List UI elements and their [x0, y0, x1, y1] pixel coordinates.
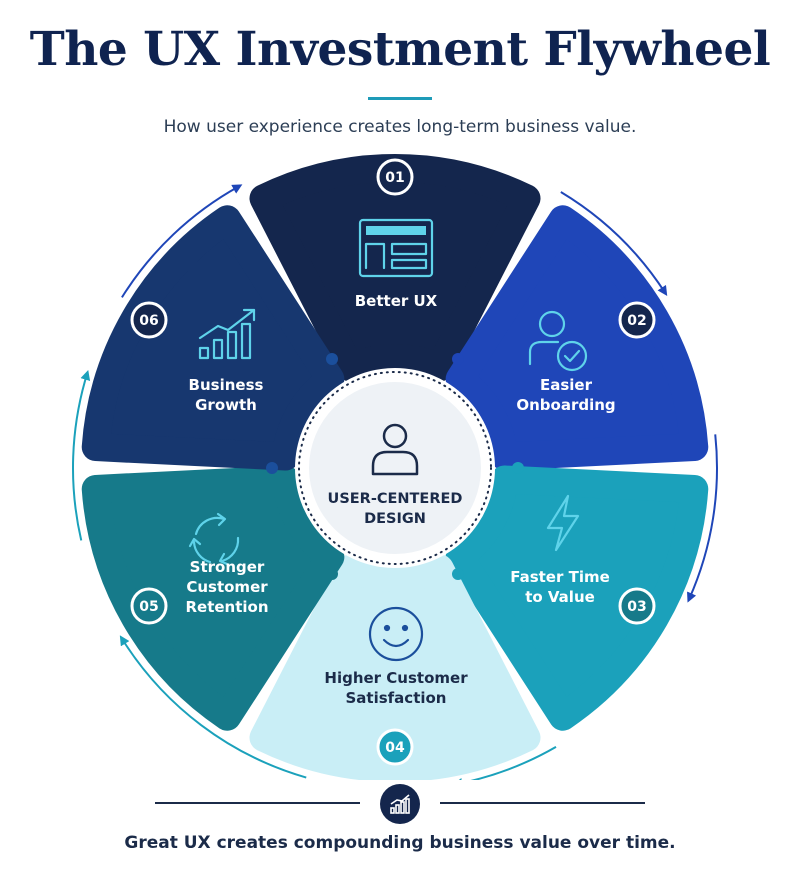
center-disc: [309, 382, 481, 554]
center-label-line1: USER-CENTERED: [328, 491, 463, 507]
segment-shape: [445, 205, 709, 471]
center-label-line2: DESIGN: [364, 511, 426, 527]
segment-shape: [249, 554, 541, 780]
cycle-arrow: [452, 745, 557, 780]
cycle-arrow: [72, 370, 91, 541]
connector-dot: [452, 353, 464, 365]
center-dotted-ring: [298, 371, 492, 565]
user-check-icon: [528, 310, 588, 372]
step-badge-06: 06: [130, 301, 168, 339]
title-divider: [368, 97, 432, 100]
step-badges: 01 02 03 04 05 06: [130, 158, 656, 766]
step-label-line: to Value: [525, 588, 595, 606]
growth-chart-icon: [390, 794, 410, 814]
center-hub: USER-CENTERED DESIGN: [295, 368, 495, 568]
step-label-line: Business: [189, 376, 264, 394]
step-label-line: Retention: [185, 598, 268, 616]
footer-tagline: Great UX creates compounding business va…: [124, 833, 676, 853]
connector-dot: [266, 462, 278, 474]
step-label-line: Higher Customer: [324, 669, 468, 687]
segment-shape: [81, 205, 345, 471]
connector-dot: [452, 568, 464, 580]
step-badge-03: 03: [618, 587, 656, 625]
step-number: 06: [139, 313, 158, 329]
step-number: 05: [139, 599, 158, 615]
step-number: 04: [385, 740, 405, 756]
connector-dot: [326, 353, 338, 365]
segment-shape: [81, 465, 345, 731]
lightning-bolt-icon: [546, 494, 580, 552]
step-badge-01: 01: [376, 158, 414, 196]
footer-divider-left: [155, 802, 360, 804]
connector-dot: [512, 462, 524, 474]
flywheel-step-01: Better UX: [249, 154, 541, 382]
step-label-line: Better UX: [355, 292, 438, 310]
step-label-line: Growth: [195, 396, 257, 414]
step-label-line: Stronger: [190, 558, 265, 576]
cycle-arrow: [119, 635, 307, 779]
step-label-line: Satisfaction: [345, 689, 446, 707]
smiley-face-icon: [368, 606, 424, 662]
flywheel-arrows: [72, 184, 718, 780]
browser-layout-icon: [358, 218, 434, 278]
cycle-arrow: [687, 434, 718, 603]
growth-chart-icon: [198, 308, 256, 360]
cycle-arrow: [560, 191, 668, 296]
step-badge-05: 05: [130, 587, 168, 625]
step-label-line: Easier: [540, 376, 593, 394]
page-subtitle: How user experience creates long-term bu…: [163, 117, 637, 137]
footer-growth-chart-icon: [380, 784, 420, 824]
segment-shape: [445, 465, 709, 731]
cycle-arrow: [121, 184, 243, 298]
cycle-arrows-icon: [188, 512, 240, 566]
step-number: 03: [627, 599, 646, 615]
connector-dot: [326, 568, 338, 580]
footer-divider-right: [440, 802, 645, 804]
page-title: The UX Investment Flywheel: [29, 22, 771, 77]
user-icon: [371, 423, 419, 476]
step-number: 02: [627, 313, 646, 329]
connector-dots: [266, 353, 524, 580]
step-label-line: Faster Time: [510, 568, 610, 586]
flywheel-step-03: Faster Time to Value: [445, 465, 709, 731]
step-number: 01: [385, 170, 404, 186]
step-badge-04: 04: [376, 728, 414, 766]
step-label-line: Customer: [186, 578, 268, 596]
step-label-line: Onboarding: [516, 396, 615, 414]
step-badge-02: 02: [618, 301, 656, 339]
